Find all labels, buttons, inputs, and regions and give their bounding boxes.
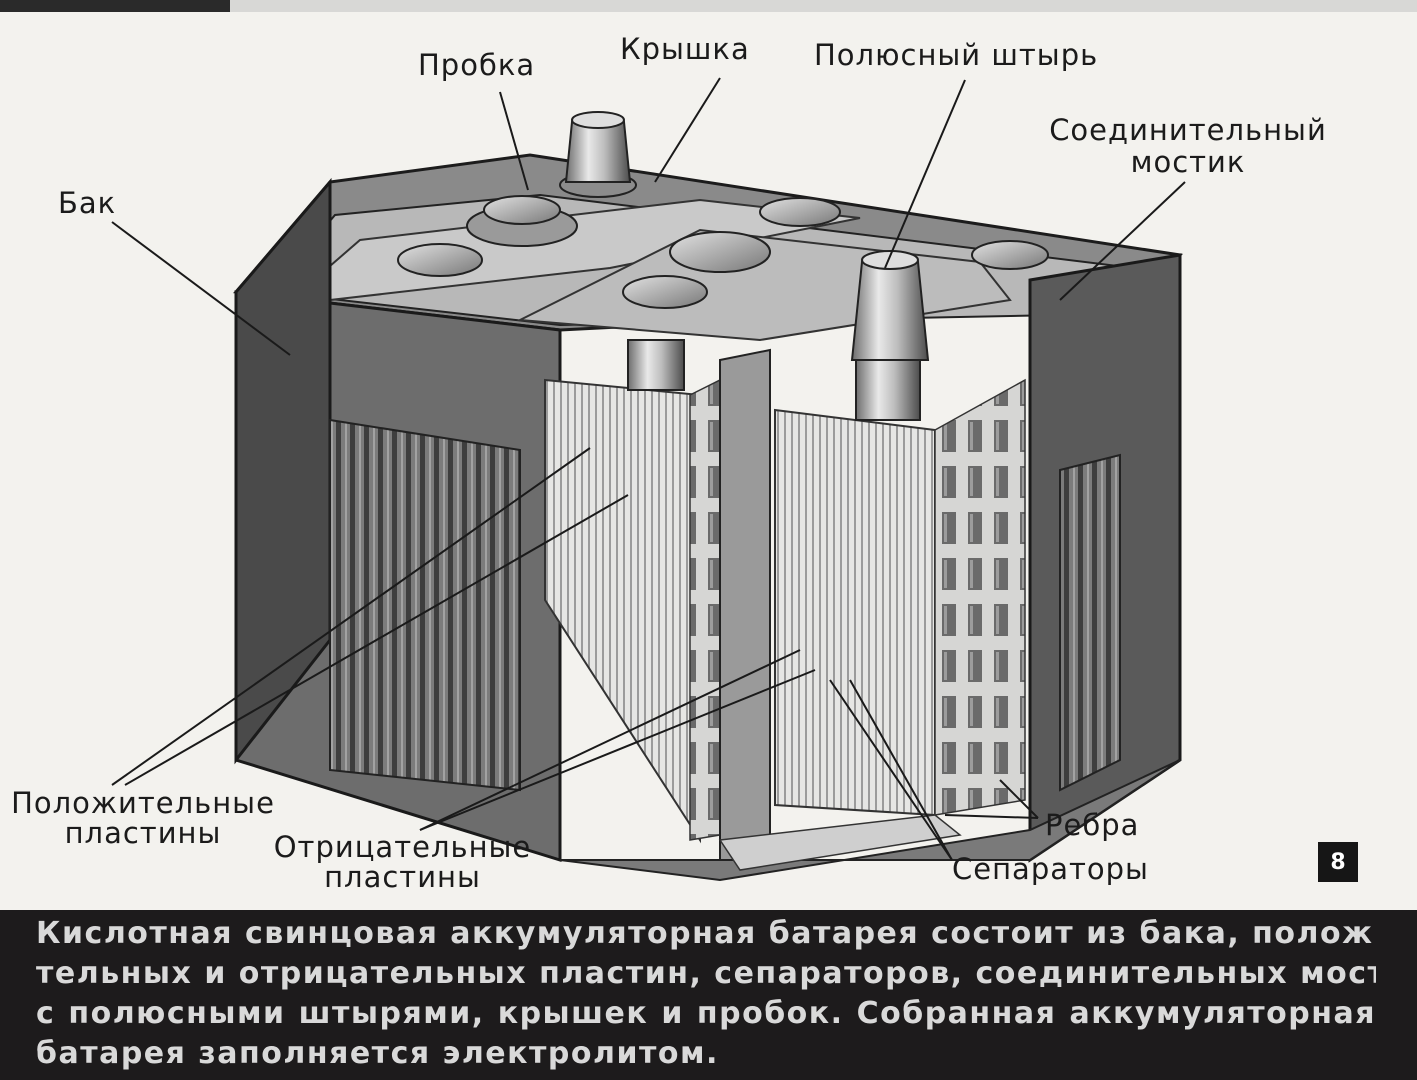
caption-line-2: тельных и отрицательных пластин, сепарат… (36, 956, 1376, 991)
label-tank: Бак (58, 186, 117, 220)
label-plug: Пробка (418, 48, 536, 82)
caption-panel: Кислотная свинцовая аккумуляторная батар… (0, 910, 1417, 1080)
label-ribs: Ребра (1045, 808, 1140, 842)
label-lid: Крышка (620, 32, 750, 66)
label-terminal-post: Полюсный штырь (814, 38, 1099, 72)
film-edge (0, 0, 1417, 12)
caption-line-3: с полюсными штырями, крышек и пробок. Со… (36, 996, 1376, 1031)
label-separators: Сепараторы (952, 852, 1149, 886)
label-connector-bridge-line2: мостик (1130, 145, 1246, 179)
caption-line-4: батарея заполняется электролитом. (36, 1036, 719, 1071)
label-connector-bridge-line1: Соединительный (1049, 113, 1327, 147)
label-negative-plates-line1: Отрицательные (273, 830, 532, 864)
label-negative-plates-line2: пластины (324, 860, 481, 894)
caption-line-1: Кислотная свинцовая аккумуляторная батар… (36, 916, 1376, 951)
label-positive-plates-line2: пластины (64, 816, 222, 850)
label-positive-plates-line1: Положительные (11, 786, 275, 820)
battery-illustration (111, 77, 1186, 882)
slide-number-badge: 8 (1318, 842, 1358, 882)
